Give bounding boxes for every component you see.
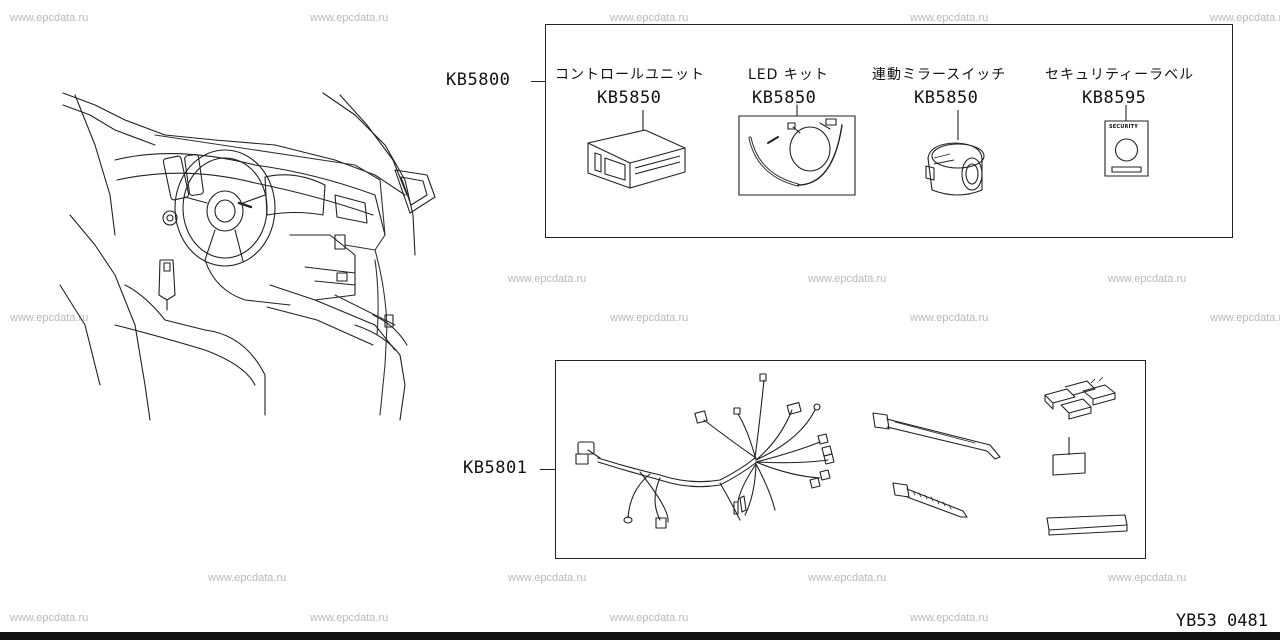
watermark: www.epcdata.ru (1210, 312, 1280, 324)
watermark: www.epcdata.ru (208, 572, 287, 584)
watermark: www.epcdata.ru (808, 273, 887, 285)
watermark: www.epcdata.ru (1108, 273, 1187, 285)
kit-harness-leader (540, 469, 555, 470)
watermark: www.epcdata.ru (610, 612, 689, 624)
watermark: www.epcdata.ru (910, 612, 989, 624)
kit-main-box (545, 24, 1233, 238)
watermark: www.epcdata.ru (10, 312, 89, 324)
watermark: www.epcdata.ru (1108, 572, 1187, 584)
dashboard-illustration (55, 85, 455, 425)
item-3-name: 連動ミラースイッチ (872, 67, 1007, 83)
footer-bar (0, 632, 1280, 640)
watermark: www.epcdata.ru (610, 312, 689, 324)
watermark: www.epcdata.ru (10, 12, 89, 24)
security-label-text: SECURITY (1109, 124, 1139, 130)
led-strip-icon (738, 105, 856, 196)
item-1-name: コントロールユニット (555, 67, 705, 83)
mirror-switch-icon (920, 108, 995, 203)
watermark: www.epcdata.ru (10, 612, 89, 624)
kit-harness-box (555, 360, 1146, 559)
watermark: www.epcdata.ru (508, 572, 587, 584)
clips-icon (1035, 375, 1130, 545)
watermark: www.epcdata.ru (610, 12, 689, 24)
watermark: www.epcdata.ru (910, 312, 989, 324)
kit-main-leader (531, 81, 545, 82)
watermark: www.epcdata.ru (808, 572, 887, 584)
kit-harness-code: KB5801 (463, 458, 528, 478)
kit-main-code: KB5800 (446, 70, 511, 90)
item-4-code: KB8595 (1082, 88, 1147, 108)
control-unit-box-icon (585, 108, 690, 193)
item-1-code: KB5850 (597, 88, 662, 108)
watermark: www.epcdata.ru (310, 612, 389, 624)
watermark: www.epcdata.ru (310, 12, 389, 24)
cable-ties-icon (865, 405, 1010, 525)
item-4-name: セキュリティーラベル (1045, 67, 1195, 83)
watermark: www.epcdata.ru (1210, 12, 1280, 24)
watermark: www.epcdata.ru (508, 273, 587, 285)
wiring-harness-icon (570, 370, 860, 550)
item-2-code: KB5850 (752, 88, 817, 108)
watermark: www.epcdata.ru (910, 12, 989, 24)
item-3-code: KB5850 (914, 88, 979, 108)
diagram-reference: YB53 0481 (1173, 611, 1270, 631)
security-label-icon (1104, 105, 1149, 177)
item-2-name: LED キット (748, 67, 829, 83)
